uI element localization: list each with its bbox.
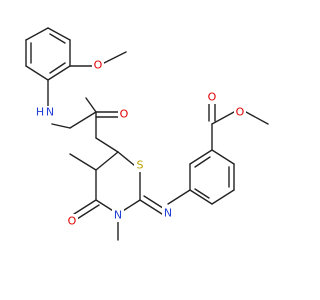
benzoate-ring bbox=[167, 149, 235, 205]
amide-linkage bbox=[47, 79, 97, 129]
ester-single-oxygen-label: O bbox=[236, 106, 245, 119]
methoxyphenyl-ring bbox=[25, 27, 71, 81]
imine-nitrogen-label: N bbox=[164, 207, 172, 220]
ester-carbonyl-oxygen-label: O bbox=[208, 91, 217, 104]
amide-hydrogen-label: H bbox=[36, 106, 44, 119]
methoxy-group bbox=[69, 51, 127, 67]
amide-nitrogen-label: N bbox=[46, 106, 54, 119]
ketone-group bbox=[73, 199, 100, 220]
atom-labels: O H N O S N N O O O bbox=[34, 58, 246, 228]
methoxy-oxygen-label: O bbox=[94, 59, 103, 72]
molecule-canvas: O H N O S N N O O O bbox=[25, 27, 269, 241]
structure-diagram: O H N O S N N O O O bbox=[25, 27, 269, 241]
amide-oxygen-label: O bbox=[120, 108, 129, 121]
ring-sulfur-label: S bbox=[137, 159, 144, 172]
ketone-oxygen-label: O bbox=[68, 215, 77, 228]
amide-carbonyl bbox=[95, 111, 119, 139]
ring-nitrogen-label: N bbox=[114, 209, 122, 222]
thiazinane-ring bbox=[69, 137, 141, 215]
